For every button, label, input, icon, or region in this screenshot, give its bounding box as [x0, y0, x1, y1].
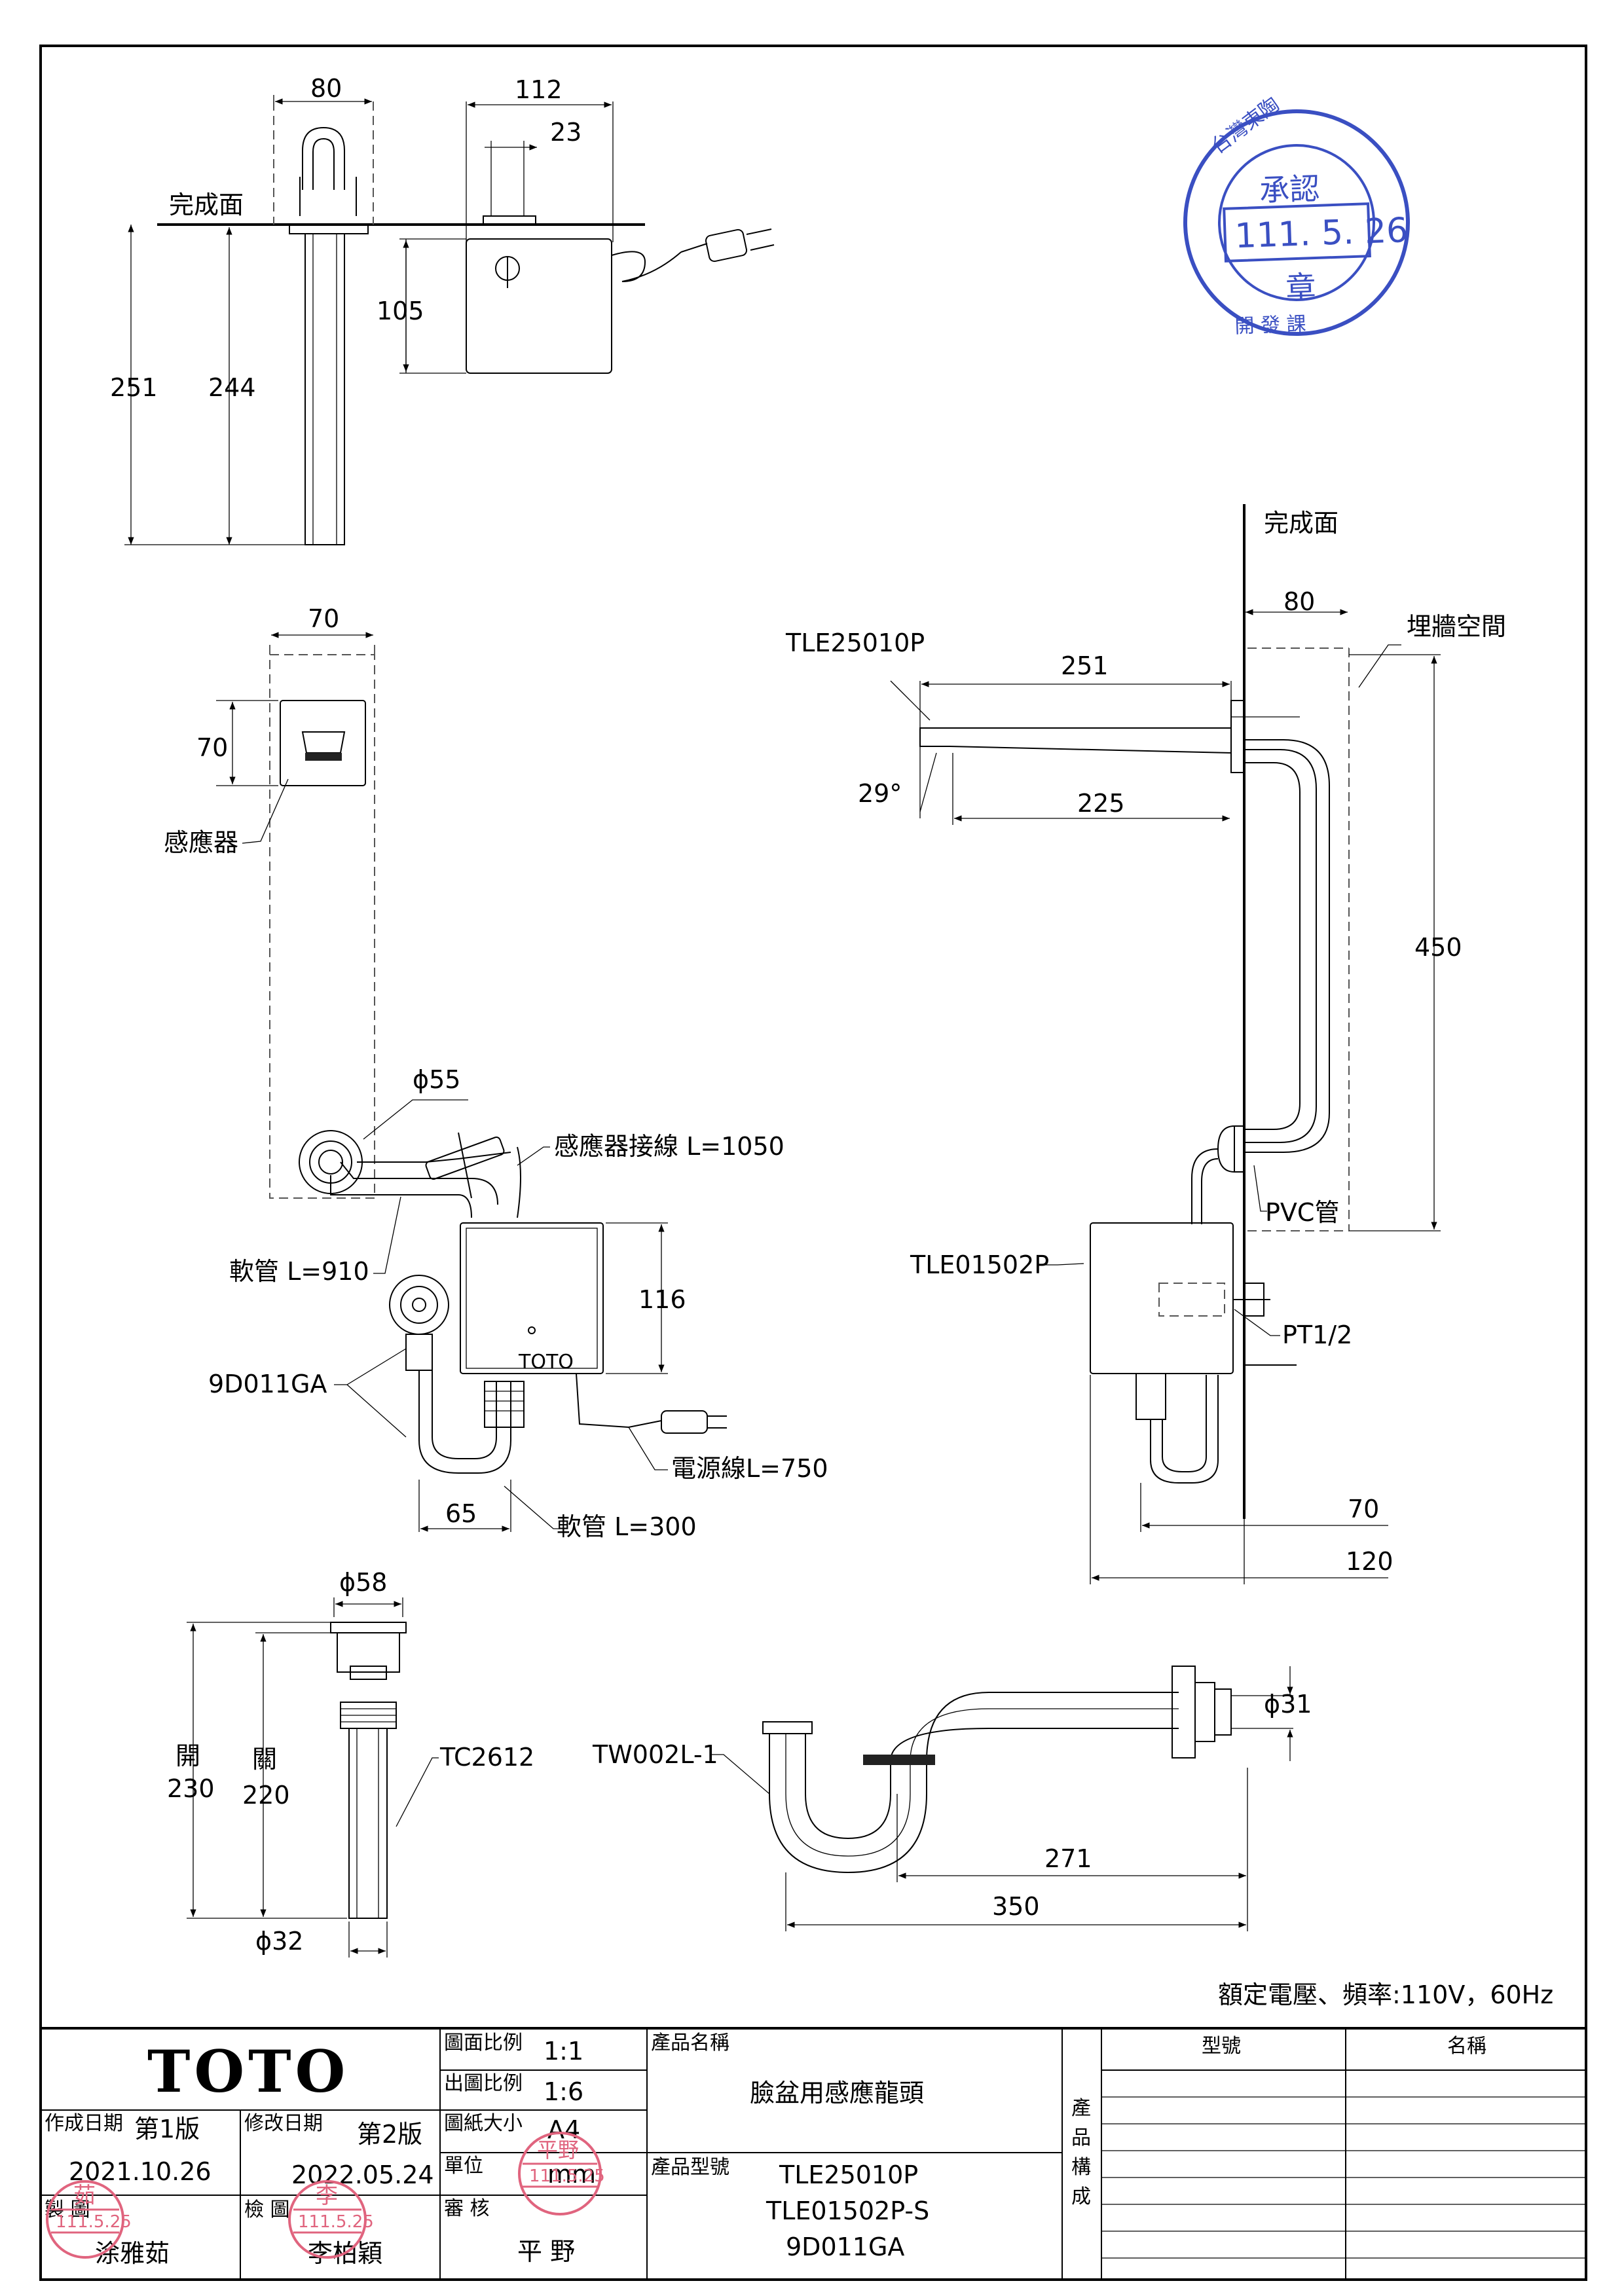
rating-label: 額定電壓、頻率:110V，60Hz: [1218, 1980, 1553, 2009]
col-name: 名稱: [1447, 2035, 1486, 2058]
toto-logo: TOTO: [147, 2037, 349, 2105]
svg-text:開 發 課: 開 發 課: [1234, 313, 1306, 338]
svg-text:產品名稱: 產品名稱: [651, 2032, 729, 2054]
drawer: 涂雅茹: [95, 2239, 170, 2268]
review-stamp: 111.5.25 平野: [518, 2132, 605, 2215]
dim-side-251: 251: [1061, 651, 1109, 680]
front-view: 70 70 感應器 ϕ55 感應器接線 L=1050 軟管 L=910: [164, 604, 828, 1541]
svg-text:單位: 單位: [444, 2155, 483, 2178]
phi31-label: ϕ31: [1264, 1690, 1312, 1719]
open-label: 開: [175, 1741, 200, 1770]
sensor-cable-label: 感應器接線 L=1050: [554, 1132, 784, 1161]
checker-stamp: 111.5.25 李: [288, 2180, 374, 2259]
pt-label: PT1/2: [1282, 1321, 1352, 1349]
scale-print: 1:6: [544, 2077, 583, 2106]
hose-910-label: 軟管 L=910: [229, 1257, 369, 1286]
dim-drain-220: 220: [242, 1781, 290, 1810]
dim-top-105: 105: [377, 297, 424, 325]
top-view: 完成面 80 251 244 112 23: [110, 74, 775, 545]
svg-text:成: 成: [1071, 2185, 1091, 2208]
wall-space-label: 埋牆空間: [1407, 612, 1506, 641]
close-label: 關: [252, 1745, 277, 1774]
angle-label: 29°: [858, 779, 902, 808]
drawer-stamp: 111.5.25 茹: [46, 2180, 132, 2259]
dim-front-70h: 70: [196, 733, 228, 762]
dim-top-251: 251: [110, 373, 158, 402]
svg-text:構: 構: [1071, 2156, 1091, 2179]
product-model-2: TLE01502P-S: [766, 2196, 929, 2225]
drain-model-label: TC2612: [439, 1743, 534, 1772]
side-view: 完成面 80 埋牆空間 450 251 TLE25010P 225 29°: [785, 504, 1506, 1584]
svg-text:章: 章: [1285, 269, 1317, 306]
dim-side-225: 225: [1077, 789, 1125, 818]
svg-text:審 核: 審 核: [444, 2197, 490, 2220]
approval-stamp: 承認 111. 5. 26 章 台灣東陶 開 發 課: [1183, 93, 1410, 338]
dim-top-112: 112: [515, 75, 563, 104]
svg-text:產品型號: 產品型號: [651, 2156, 729, 2179]
svg-text:李: 李: [316, 2183, 338, 2209]
finish-surface-label: 完成面: [169, 191, 244, 219]
dim-side-80: 80: [1283, 587, 1315, 616]
svg-text:第2版: 第2版: [357, 2120, 422, 2149]
sensor-label: 感應器: [164, 828, 238, 857]
scale-drawing: 1:1: [544, 2037, 583, 2066]
reviewer: 平 野: [517, 2237, 575, 2266]
dim-front-65: 65: [445, 1499, 477, 1528]
dim-side-70: 70: [1348, 1495, 1379, 1523]
dim-side-450: 450: [1414, 933, 1462, 962]
dim-trap-350: 350: [992, 1892, 1040, 1921]
col-model: 型號: [1202, 2035, 1241, 2058]
title-block: TOTO 圖面比例 1:1 出圖比例 1:6 圖紙大小 A4 單位 mm 審 核…: [39, 2027, 1587, 2281]
svg-text:第1版: 第1版: [134, 2115, 200, 2143]
dim-top-244: 244: [208, 373, 256, 402]
svg-text:圖面比例: 圖面比例: [444, 2032, 523, 2054]
trap-model-label: TW002L-1: [592, 1740, 718, 1769]
svg-text:平野: 平野: [537, 2138, 579, 2162]
hose-300-label: 軟管 L=300: [557, 1512, 697, 1541]
svg-text:出圖比例: 出圖比例: [444, 2072, 523, 2095]
svg-text:TOTO: TOTO: [518, 1351, 574, 1374]
dim-trap-271: 271: [1044, 1844, 1092, 1873]
trap-view: ϕ31 TW002L-1 271 350: [592, 1666, 1312, 1931]
dim-front-70w: 70: [308, 604, 339, 633]
pvc-label: PVC管: [1265, 1198, 1339, 1227]
svg-text:111.5.25: 111.5.25: [298, 2212, 374, 2232]
product-model-1: TLE25010P: [779, 2160, 918, 2189]
dim-side-120: 120: [1346, 1547, 1393, 1576]
dim-drain-230: 230: [167, 1774, 215, 1803]
drain-view: ϕ58 開 230 關 220 TC2612 ϕ32: [167, 1568, 534, 1958]
power-cord-label: 電源線L=750: [671, 1454, 828, 1483]
svg-text:茹: 茹: [73, 2183, 96, 2209]
svg-text:產: 產: [1071, 2097, 1091, 2120]
dim-top-23: 23: [550, 118, 581, 147]
product-model-3: 9D011GA: [786, 2232, 904, 2261]
svg-text:檢 圖: 檢 圖: [244, 2198, 290, 2221]
svg-text:圖紙大小: 圖紙大小: [444, 2112, 523, 2135]
spout-model-label: TLE25010P: [785, 629, 925, 657]
svg-text:111.5.25: 111.5.25: [56, 2212, 132, 2232]
valve-label: 9D011GA: [208, 1370, 327, 1398]
dim-front-116: 116: [638, 1285, 686, 1314]
svg-text:承認: 承認: [1259, 171, 1320, 208]
phi55-label: ϕ55: [413, 1065, 460, 1094]
product-name: 臉盆用感應龍頭: [750, 2079, 924, 2107]
svg-text:作成日期: 作成日期: [45, 2112, 123, 2135]
phi32-label: ϕ32: [255, 1927, 303, 1956]
phi58-label: ϕ58: [339, 1568, 387, 1597]
svg-text:修改日期: 修改日期: [244, 2112, 323, 2135]
paper-size: A4: [547, 2115, 580, 2144]
svg-text:品: 品: [1071, 2126, 1091, 2149]
side-finish-label: 完成面: [1264, 509, 1338, 538]
dim-top-80: 80: [310, 74, 342, 103]
control-model-label: TLE01502P: [910, 1250, 1049, 1279]
svg-text:111.5.25: 111.5.25: [529, 2166, 605, 2186]
svg-text:111. 5. 26: 111. 5. 26: [1234, 211, 1409, 256]
